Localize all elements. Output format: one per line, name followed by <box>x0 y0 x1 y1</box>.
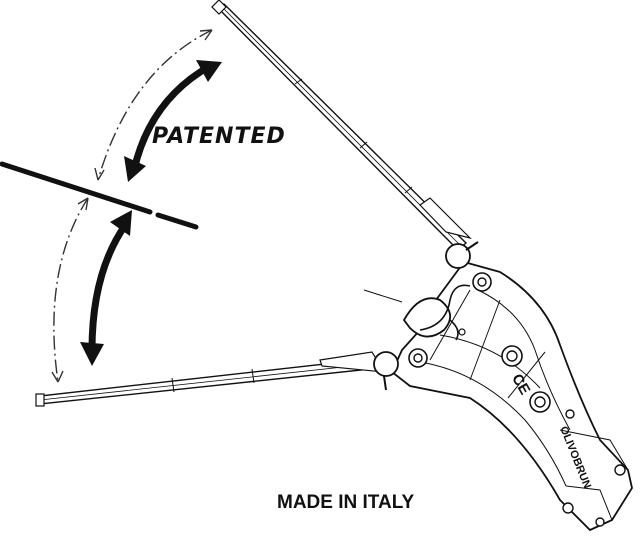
bolt-upper-right <box>472 272 492 292</box>
cable-loop <box>363 284 471 341</box>
bolt-body-lower <box>529 391 551 413</box>
reference-angle-line <box>0 161 199 230</box>
lower-bold-arrow <box>80 210 132 366</box>
upper-pole <box>211 0 472 251</box>
upper-range-arc <box>94 29 213 181</box>
lower-range-arc <box>51 197 89 383</box>
upper-bold-arrow <box>124 60 222 182</box>
upper-pivot-joint <box>445 241 479 269</box>
lower-pole <box>35 351 386 407</box>
bolt-tail-right <box>562 409 626 527</box>
bolt-center-left <box>408 348 428 368</box>
made-in-italy-label: MADE IN ITALY <box>277 492 415 513</box>
bolt-body-upper <box>501 345 523 367</box>
lower-pivot-joint <box>373 351 399 391</box>
patented-label: PATENTED <box>152 124 286 149</box>
tool-body <box>390 260 633 532</box>
